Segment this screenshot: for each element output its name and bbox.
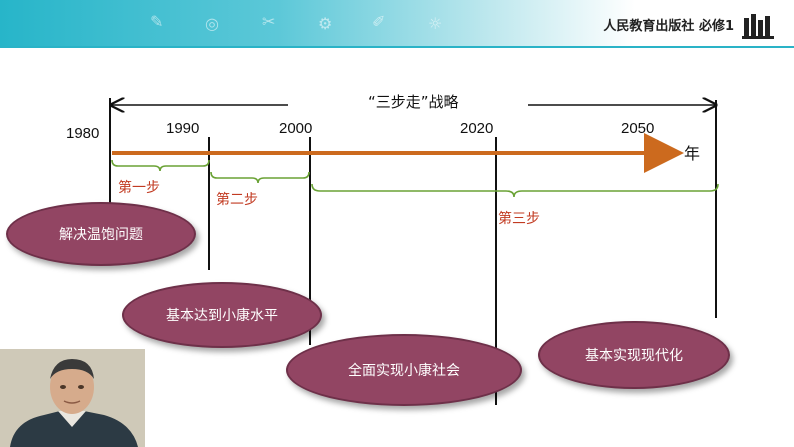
year-label-2050: 2050 (621, 120, 655, 137)
decorative-doodle-icon: ☼ (428, 14, 443, 33)
step-label-2: 第二步 (216, 192, 258, 208)
step-label-3: 第三步 (498, 211, 540, 227)
header-divider (0, 46, 794, 48)
goal-text: 基本实现现代化 (585, 348, 683, 364)
goal-text: 基本达到小康水平 (166, 308, 278, 324)
decorative-doodle-icon: ⚙ (318, 14, 333, 33)
books-icon (742, 14, 774, 39)
header-banner: ✎ ◎ ✂ ⚙ ✐ ☼ (0, 0, 794, 46)
year-label-2000: 2000 (279, 120, 313, 137)
year-label-1980: 1980 (66, 125, 100, 142)
portrait-photo (0, 349, 145, 447)
year-label-2020: 2020 (460, 120, 494, 137)
brace-step1 (111, 159, 210, 172)
year-unit-label: 年 (684, 146, 701, 163)
strategy-title: “三步走”战略 (368, 93, 459, 111)
goal-ellipse-step2: 基本达到小康水平 (122, 282, 322, 348)
decorative-doodle-icon: ✎ (150, 12, 164, 31)
goal-text: 解决温饱问题 (59, 227, 143, 243)
year-label-1990: 1990 (166, 120, 200, 137)
publisher-label: 人民教育出版社 必修1 (603, 19, 734, 34)
goal-ellipse-step3: 全面实现小康社会 (286, 334, 522, 406)
decorative-doodle-icon: ✐ (372, 12, 386, 31)
goal-text: 全面实现小康社会 (348, 363, 460, 379)
goal-ellipse-final: 基本实现现代化 (538, 321, 730, 389)
decorative-doodle-icon: ✂ (262, 12, 276, 31)
goal-ellipse-step1: 解决温饱问题 (6, 202, 196, 266)
step-label-1: 第一步 (118, 180, 160, 196)
brace-step2 (210, 171, 310, 184)
decorative-doodle-icon: ◎ (205, 14, 219, 33)
brace-step3 (311, 183, 719, 198)
